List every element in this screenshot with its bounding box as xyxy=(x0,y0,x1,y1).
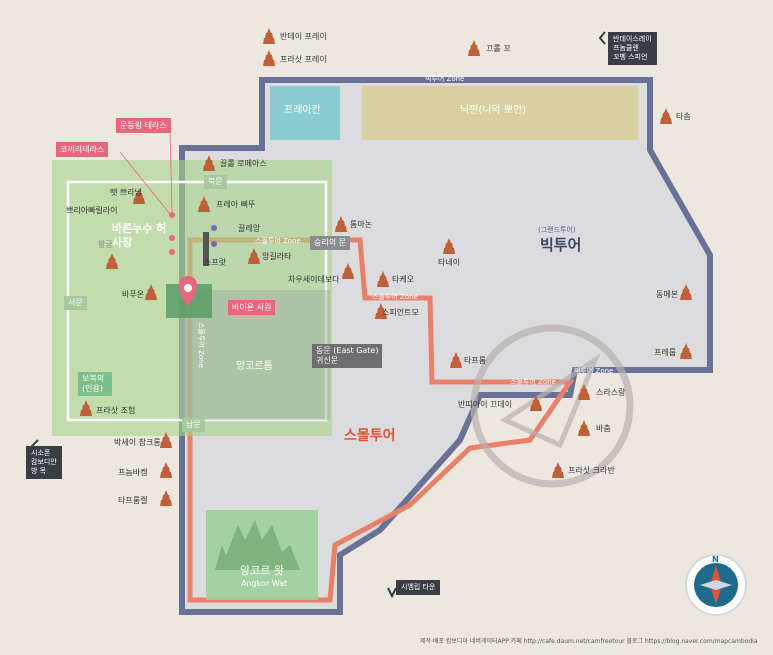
zone-small-left: 스몰투어 Zone xyxy=(196,322,205,368)
small-tour-route xyxy=(187,237,575,603)
zone-small-3: 스몰투어 Zone xyxy=(510,378,556,386)
preah-khan-area xyxy=(270,86,340,140)
zone-small-2: 스몰투어 Zone xyxy=(372,293,418,301)
label-big-tour: 빅투어 xyxy=(540,236,582,254)
gate-south: 남문 xyxy=(182,418,205,432)
label-preah-khan: 프레아칸 xyxy=(284,105,321,116)
label-suor-prat: 스프랏 xyxy=(204,258,227,267)
label-ta-keo: 타케오 xyxy=(392,275,415,284)
direction-bottom: 시엠립 타운 xyxy=(396,580,441,595)
label-neak-pean: 닉펀(니악 뽀안) xyxy=(460,105,527,116)
compass-north-label: N xyxy=(712,555,719,564)
label-ta-nei: 타네이 xyxy=(438,258,461,267)
label-srah-srang: 스라스랑 xyxy=(596,388,626,397)
label-preah-palilay: 쁘리아빠릴라이 xyxy=(66,206,118,215)
label-prasat-kravan: 프라삿 크라반 xyxy=(568,466,615,475)
label-kleang: 끌레앙 xyxy=(238,224,261,233)
label-ta-som: 타솜 xyxy=(676,112,691,121)
label-pre-rup: 프레룹 xyxy=(654,348,677,357)
gate-east: 동문 (East Gate) 귀신문 xyxy=(312,344,383,368)
gate-victory: 승리의 문 xyxy=(310,236,350,250)
srah-srang-circle xyxy=(470,324,634,488)
label-krol-romeas: 끌롤 로메아스 xyxy=(220,159,267,168)
label-chau-say-tevoda: 차우세이데보다 xyxy=(288,275,340,284)
label-prasat-prei: 프라삿 프레이 xyxy=(280,55,327,64)
label-east-mebon: 동메본 xyxy=(656,290,679,299)
label-prasat-kleang: 앙길라타 xyxy=(262,252,292,261)
label-krol-ko: 끄롤 꼬 xyxy=(486,44,511,53)
gate-west: 서문 xyxy=(64,296,87,310)
label-small-tour: 스몰투어 xyxy=(344,428,396,444)
label-royal-terrace: 바른누수 허사장 xyxy=(112,222,167,249)
label-bayon: 바이욘 사원 xyxy=(228,300,276,315)
label-angkor-thom: 앙코르톰 xyxy=(236,361,273,372)
label-banteay-kdei: 반띠아이 끄데이 xyxy=(458,400,513,409)
label-ta-prohm-kel: 타프롬켈 xyxy=(118,496,148,505)
direction-left: 시소폰 캄보디안 방 목 xyxy=(26,446,62,479)
zone-small-1: 스몰투어 Zone xyxy=(255,237,301,245)
label-phnom-bakheng: 프놈바켕 xyxy=(118,468,148,477)
label-elephant-terrace: 코끼리테라스 xyxy=(56,142,109,157)
label-spean-thma: 스피언트모 xyxy=(382,308,419,317)
label-angkor-wat: 앙코르 왓 xyxy=(240,564,284,577)
neak-pean-area xyxy=(362,86,638,140)
label-angkor-wat-en: Angkor Wat xyxy=(241,579,288,588)
label-banteay-prei: 반데이 프레이 xyxy=(280,32,327,41)
label-baphuon-sub: 보복의 (인용) xyxy=(78,372,112,396)
gate-north: 북문 xyxy=(204,175,227,189)
label-preah-pithu: 프레아 삐뚜 xyxy=(216,200,256,209)
label-baksei-chamkrong: 박세이 참크롱 xyxy=(114,438,161,447)
credits: 제작·배포 캄보디아 네버게이터APP 카페 http://cafe.daum.… xyxy=(420,638,758,645)
label-leper-king: 문둥왕 테라스 xyxy=(116,118,171,133)
direction-top-right: 반데이스레이 프놈쿨렌 꼬벵 스피언 xyxy=(608,32,657,65)
label-royal-palace: 왕궁 xyxy=(98,240,113,249)
label-baphuon: 바푸온 xyxy=(122,290,145,299)
label-big-sub: (그랜드투어) xyxy=(538,226,576,234)
zone-big-top: 빅투어 Zone xyxy=(425,75,465,83)
label-tep-pranam: 뗏 쁘라남 xyxy=(110,188,142,197)
label-ta-prohm: 타프롬 xyxy=(464,356,487,365)
label-bat-chum: 바춤 xyxy=(596,424,611,433)
label-prasat-suor-prat: 프라삿 조험 xyxy=(96,406,136,415)
label-thommanon: 톰마논 xyxy=(350,220,373,229)
angkor-wat-silhouette xyxy=(215,520,300,570)
zone-big-right: 빅투어 Zone xyxy=(574,367,614,375)
